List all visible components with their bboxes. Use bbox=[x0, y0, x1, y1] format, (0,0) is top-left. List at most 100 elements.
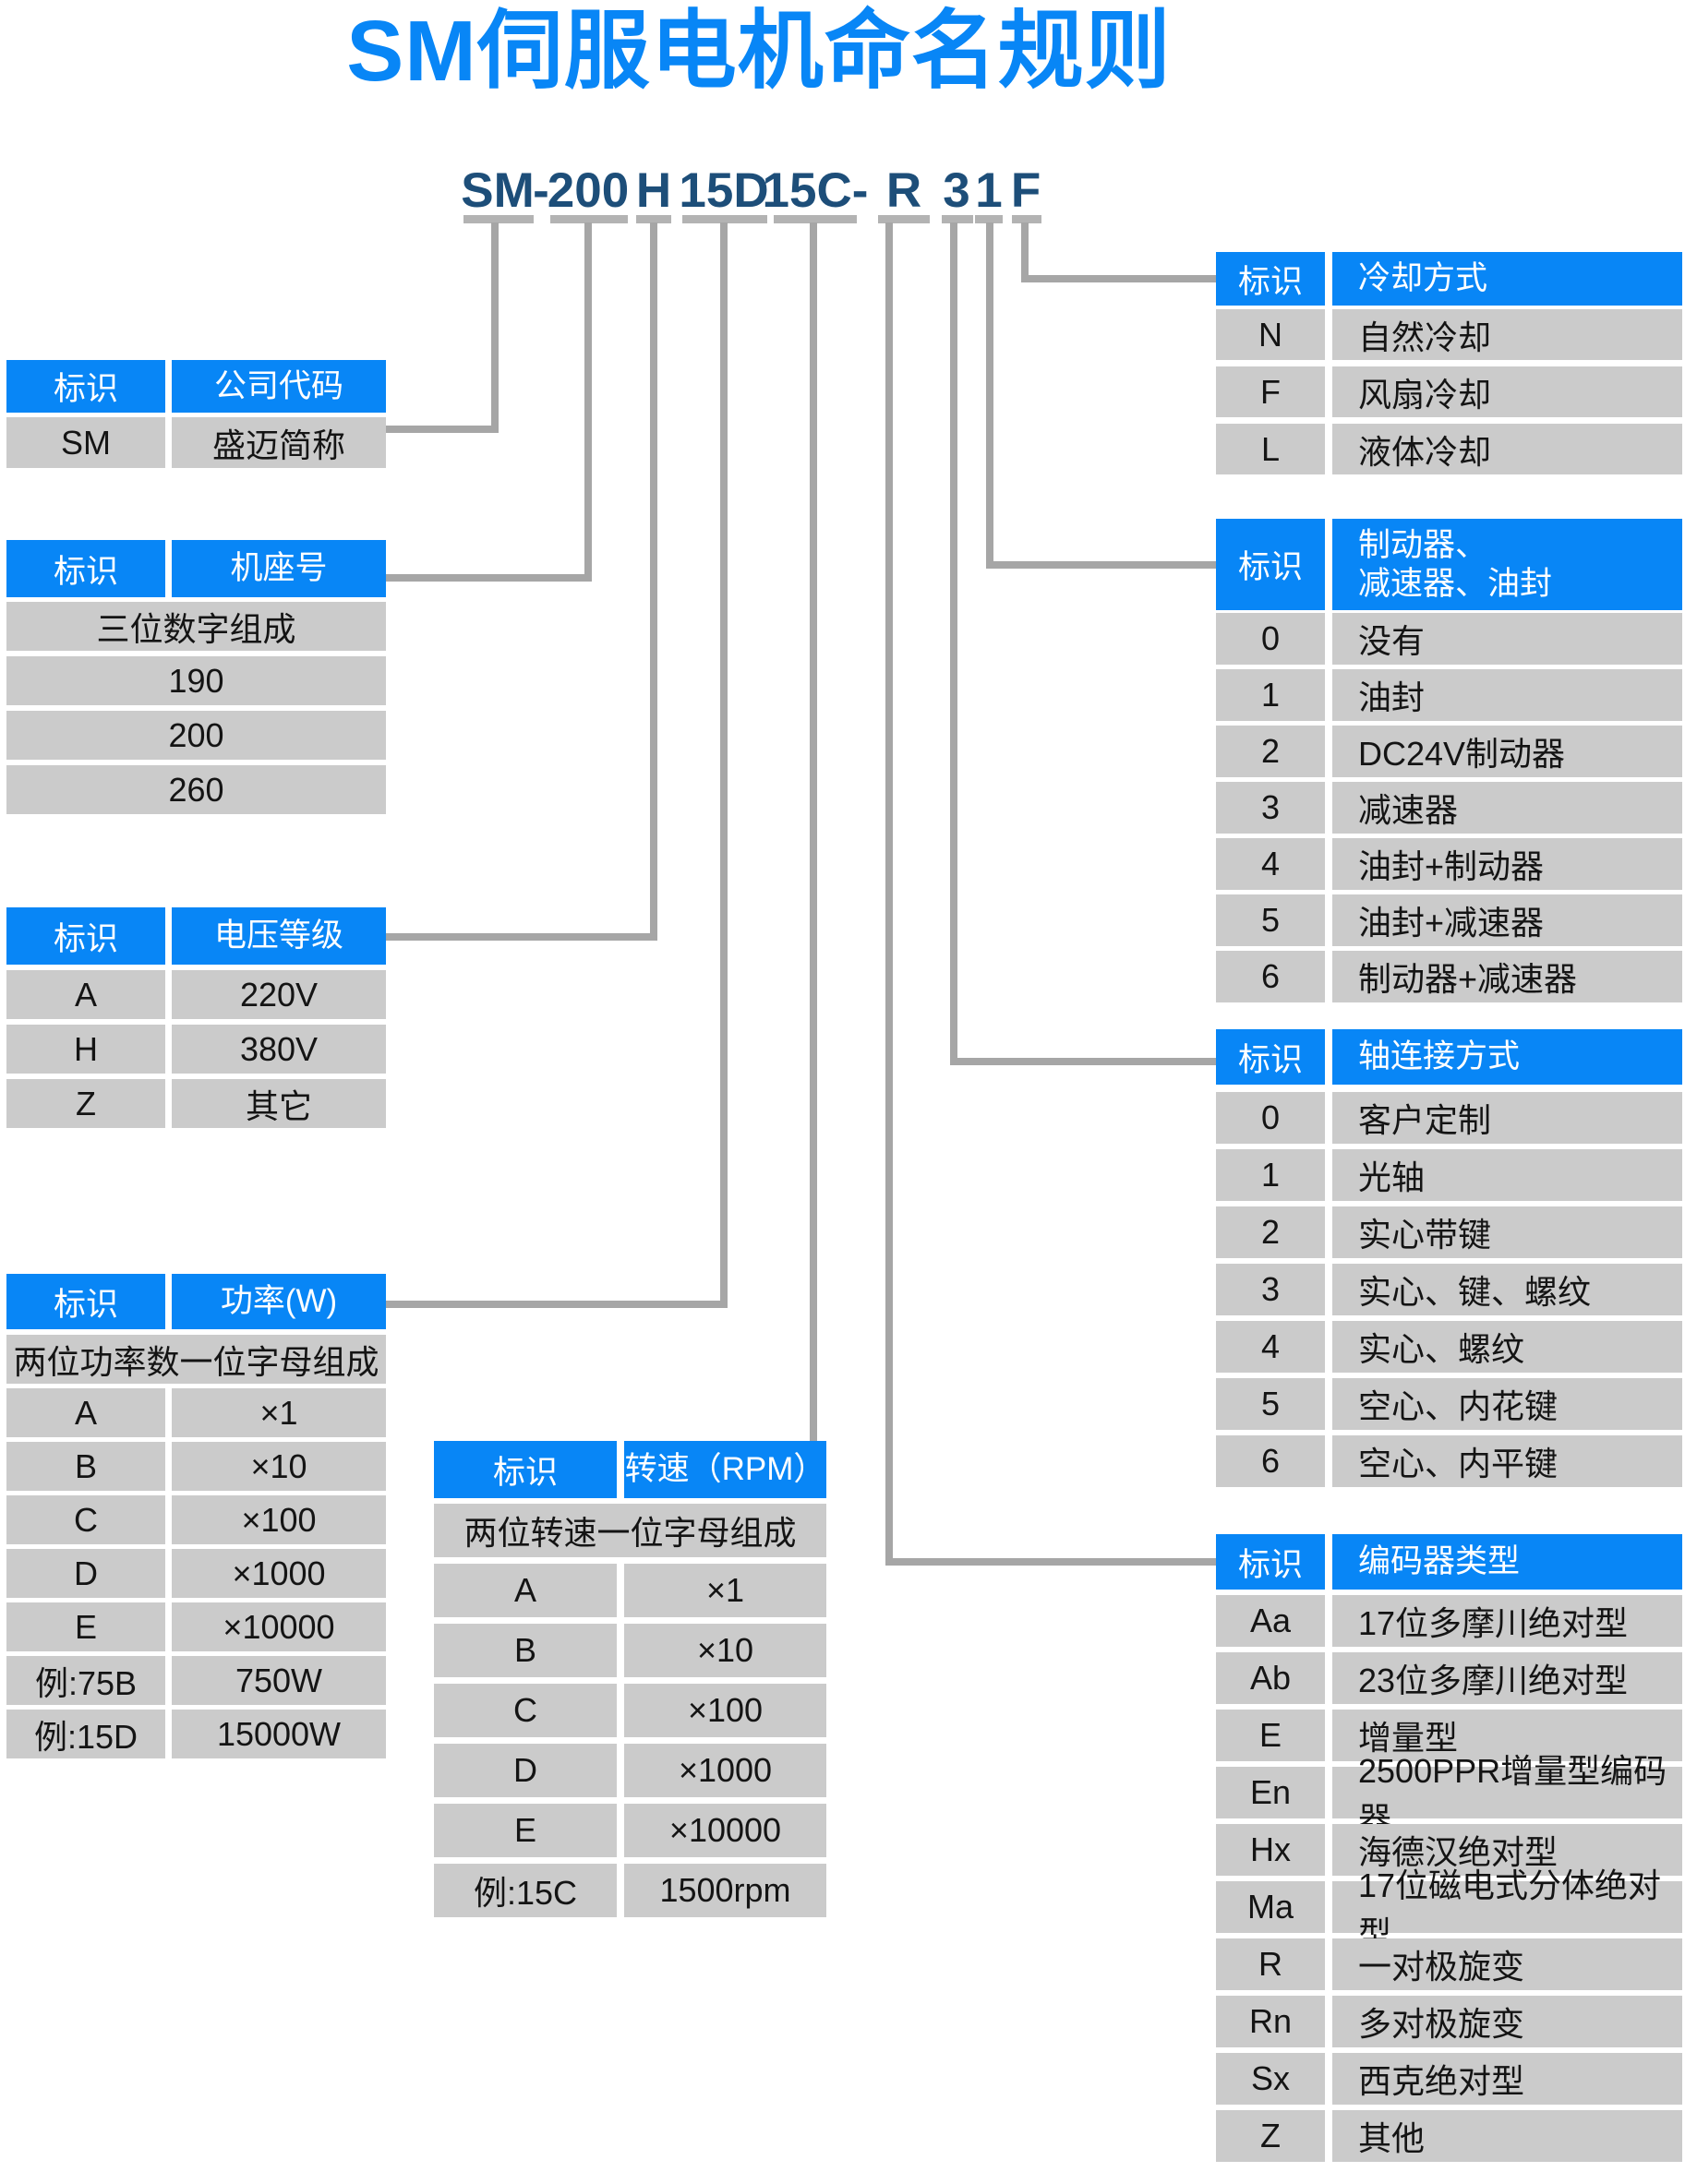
desc-cell: 风扇冷却 bbox=[1332, 366, 1682, 417]
header-label-cell: 标识 bbox=[6, 360, 165, 413]
header-label-cell: 标识 bbox=[1216, 519, 1325, 610]
connector-line bbox=[950, 222, 957, 1065]
table-header-row: 标识制动器、 减速器、油封 bbox=[1216, 519, 1682, 610]
table-header-row: 标识冷却方式 bbox=[1216, 252, 1682, 306]
code-underline bbox=[682, 215, 767, 223]
table-row: A×1 bbox=[434, 1564, 826, 1617]
code-cell: 3 bbox=[1216, 782, 1325, 834]
desc-cell: ×10 bbox=[172, 1442, 386, 1491]
model-code-segment: F bbox=[1010, 163, 1041, 218]
table-header-row: 标识转速（RPM） bbox=[434, 1441, 826, 1498]
desc-cell: 15000W bbox=[172, 1710, 386, 1758]
connector-line bbox=[650, 222, 657, 941]
desc-cell: ×1 bbox=[624, 1564, 826, 1617]
desc-cell: 制动器+减速器 bbox=[1332, 951, 1682, 1002]
table-row: 260 bbox=[6, 765, 386, 814]
table-row: 两位转速一位字母组成 bbox=[434, 1504, 826, 1557]
code-cell: En bbox=[1216, 1767, 1325, 1818]
connector-line bbox=[1021, 275, 1216, 282]
model-code-segment: 200 bbox=[547, 163, 630, 218]
connector-line bbox=[885, 1558, 1216, 1566]
code-cell: Aa bbox=[1216, 1595, 1325, 1647]
table-row: D×1000 bbox=[6, 1549, 386, 1598]
header-title-cell: 冷却方式 bbox=[1332, 252, 1682, 306]
desc-cell: 减速器 bbox=[1332, 782, 1682, 834]
desc-cell: 液体冷却 bbox=[1332, 424, 1682, 474]
connector-line bbox=[1021, 222, 1029, 282]
code-cell: 6 bbox=[1216, 951, 1325, 1002]
desc-cell: 其它 bbox=[172, 1079, 386, 1128]
desc-cell: ×10000 bbox=[172, 1602, 386, 1651]
desc-cell: 空心、内平键 bbox=[1332, 1435, 1682, 1487]
model-code-segment: 15C- bbox=[762, 163, 869, 218]
desc-cell: ×100 bbox=[172, 1495, 386, 1544]
span-cell: 200 bbox=[6, 711, 386, 760]
code-cell: Z bbox=[6, 1079, 165, 1128]
table-row: C×100 bbox=[434, 1684, 826, 1737]
desc-cell: DC24V制动器 bbox=[1332, 726, 1682, 777]
desc-cell: ×1 bbox=[172, 1388, 386, 1437]
connector-line bbox=[986, 561, 1216, 569]
code-cell: 例:75B bbox=[6, 1656, 165, 1705]
table-row: 三位数字组成 bbox=[6, 602, 386, 651]
code-cell: Sx bbox=[1216, 2053, 1325, 2105]
model-code-segment: R bbox=[885, 163, 922, 218]
desc-cell: ×10000 bbox=[624, 1804, 826, 1857]
connector-line bbox=[386, 933, 657, 941]
connector-line bbox=[386, 1301, 728, 1308]
code-cell: D bbox=[434, 1744, 617, 1797]
code-underline bbox=[1012, 215, 1041, 223]
desc-cell: 23位多摩川绝对型 bbox=[1332, 1652, 1682, 1704]
header-title-cell: 编码器类型 bbox=[1332, 1534, 1682, 1590]
table-row: B×10 bbox=[6, 1442, 386, 1491]
connector-line bbox=[386, 574, 592, 582]
desc-cell: 1500rpm bbox=[624, 1864, 826, 1917]
table-header-row: 标识公司代码 bbox=[6, 360, 386, 413]
span-cell: 三位数字组成 bbox=[6, 602, 386, 651]
desc-cell: 750W bbox=[172, 1656, 386, 1705]
desc-cell: 380V bbox=[172, 1025, 386, 1074]
code-cell: E bbox=[6, 1602, 165, 1651]
header-title-cell: 轴连接方式 bbox=[1332, 1029, 1682, 1085]
desc-cell: 17位多摩川绝对型 bbox=[1332, 1595, 1682, 1647]
code-underline bbox=[878, 215, 930, 223]
desc-cell: ×10 bbox=[624, 1624, 826, 1677]
desc-cell: 2500PPR增量型编码器 bbox=[1332, 1752, 1682, 1838]
code-cell: 例:15D bbox=[6, 1710, 165, 1758]
code-underline bbox=[942, 215, 973, 223]
code-cell: 0 bbox=[1216, 1092, 1325, 1144]
code-cell: Rn bbox=[1216, 1996, 1325, 2047]
connector-line bbox=[584, 222, 592, 582]
connector-line bbox=[720, 222, 728, 1308]
desc-cell: 实心、键、螺纹 bbox=[1332, 1264, 1682, 1315]
table-row: B×10 bbox=[434, 1624, 826, 1677]
desc-cell: 油封 bbox=[1332, 669, 1682, 721]
code-underline bbox=[550, 215, 628, 223]
code-cell: L bbox=[1216, 424, 1325, 474]
code-cell: Z bbox=[1216, 2110, 1325, 2162]
header-label-cell: 标识 bbox=[1216, 1029, 1325, 1085]
model-code-segment: - bbox=[533, 163, 549, 218]
table-row: E×10000 bbox=[6, 1602, 386, 1651]
code-cell: Ma bbox=[1216, 1881, 1325, 1933]
code-cell: E bbox=[1216, 1710, 1325, 1761]
code-cell: E bbox=[434, 1804, 617, 1857]
code-cell: 例:15C bbox=[434, 1864, 617, 1917]
code-cell: 4 bbox=[1216, 838, 1325, 890]
connector-line bbox=[885, 222, 893, 1566]
